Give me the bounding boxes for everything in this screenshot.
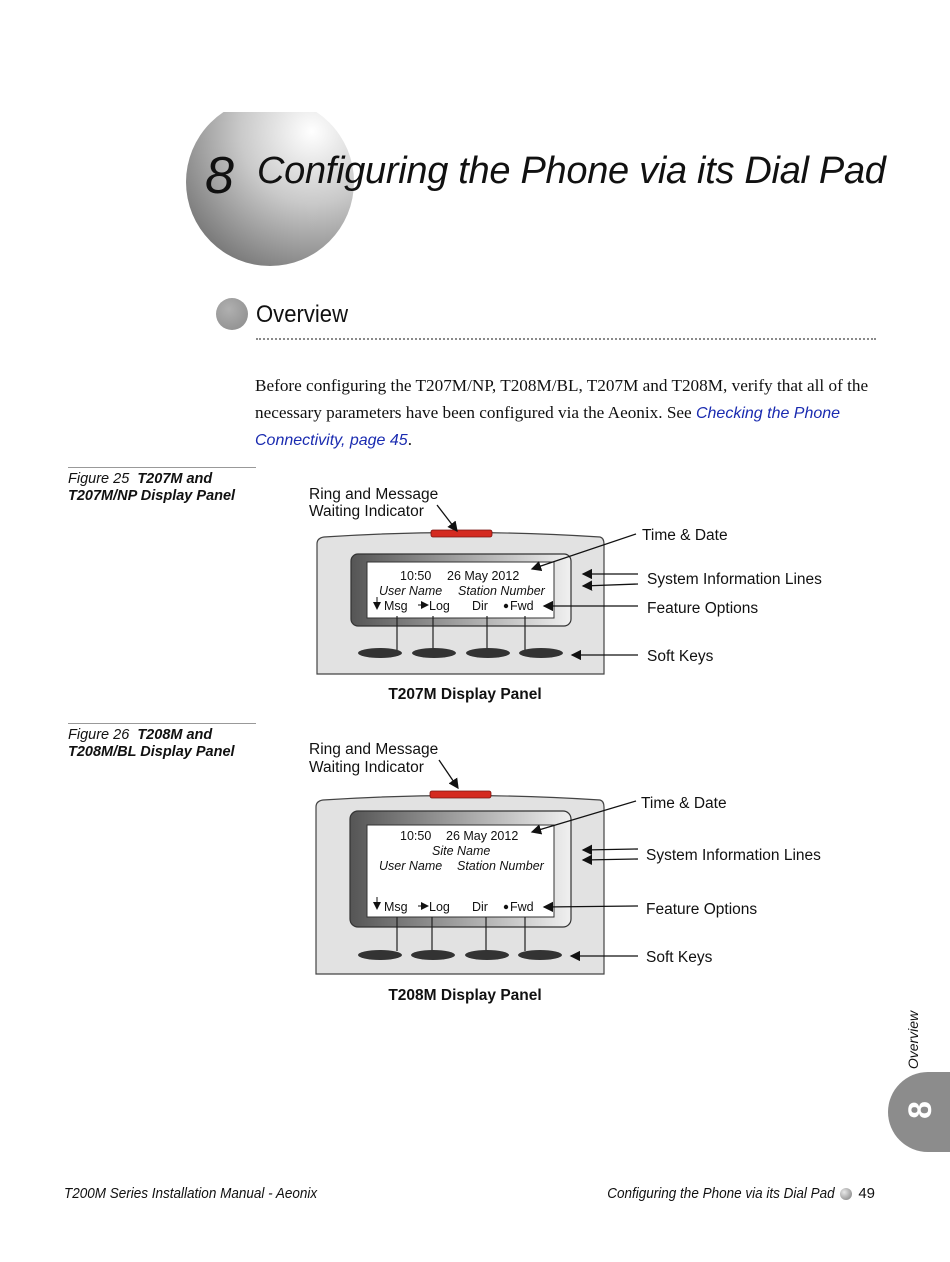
soft-key[interactable] xyxy=(411,950,455,960)
page-number: 49 xyxy=(858,1185,875,1202)
chapter-circle-graphic xyxy=(185,112,355,266)
footer-right: Configuring the Phone via its Dial Pad 4… xyxy=(582,1185,875,1202)
callout-feature-options: Feature Options xyxy=(646,901,757,918)
figure-number: Figure 25 xyxy=(68,471,130,487)
figure-number: Figure 26 xyxy=(68,727,130,743)
led-indicator xyxy=(429,790,492,799)
soft-key[interactable] xyxy=(518,950,562,960)
callout-system-info: System Information Lines xyxy=(647,571,822,588)
connectivity-link[interactable]: Checking the Phone Connectivity, page 45 xyxy=(255,404,841,450)
figure-caption-rule xyxy=(68,467,256,468)
screen-user-name: User Name xyxy=(379,584,442,598)
side-tab-label: Overview xyxy=(903,1010,923,1070)
footer-manual-title: T200M Series Installation Manual - Aeoni… xyxy=(64,1185,318,1202)
section-divider xyxy=(256,338,876,340)
callout-time-date: Time & Date xyxy=(642,527,728,544)
callout-ring-indicator: Ring and Message xyxy=(309,741,438,758)
screen-time: 10:50 xyxy=(400,569,431,583)
intro-text: Before configuring the T207M/NP, T208M/B… xyxy=(255,376,869,422)
screen-softkey-fwd: Fwd xyxy=(510,900,534,914)
screen-time: 10:50 xyxy=(400,829,431,843)
screen-softkey-dir: Dir xyxy=(472,900,488,914)
t208m-display-panel-figure: 10:50 26 May 2012 Site Name User Name St… xyxy=(309,741,821,1004)
section-bullet-icon xyxy=(216,298,248,330)
chapter-number: 8 xyxy=(205,147,234,205)
soft-key[interactable] xyxy=(466,648,510,658)
intro-text-end: . xyxy=(407,430,412,449)
screen-user-name: User Name xyxy=(379,859,442,873)
screen-station-number: Station Number xyxy=(458,584,546,598)
chapter-side-tab xyxy=(888,1072,950,1152)
soft-key[interactable] xyxy=(358,950,402,960)
soft-key[interactable] xyxy=(358,648,402,658)
screen-softkey-msg: Msg xyxy=(384,900,408,914)
figure-title: T208M and T208M/BL Display Panel xyxy=(68,727,235,760)
screen-softkey-fwd: Fwd xyxy=(510,599,534,613)
screen-date: 26 May 2012 xyxy=(446,829,518,843)
panel-title: T207M Display Panel xyxy=(388,686,541,703)
figure-caption: Figure 26 T208M and T208M/BL Display Pan… xyxy=(68,727,268,761)
callout-ring-indicator-line2: Waiting Indicator xyxy=(309,759,424,776)
panel-title: T208M Display Panel xyxy=(388,987,541,1004)
intro-paragraph: Before configuring the T207M/NP, T208M/B… xyxy=(255,373,880,455)
soft-key[interactable] xyxy=(465,950,509,960)
screen-softkey-msg: Msg xyxy=(384,599,408,613)
screen-softkey-log: Log xyxy=(429,900,450,914)
screen-site-name: Site Name xyxy=(432,844,490,858)
led-indicator xyxy=(430,529,493,538)
soft-key[interactable] xyxy=(412,648,456,658)
figure-caption-rule xyxy=(68,723,256,724)
section-title: Overview xyxy=(256,301,349,328)
side-tab-label-text: Overview xyxy=(905,1010,921,1070)
callout-soft-keys: Soft Keys xyxy=(646,949,713,966)
soft-key[interactable] xyxy=(519,648,563,658)
footer-chapter-title: Configuring the Phone via its Dial Pad xyxy=(606,1185,835,1202)
screen-station-number: Station Number xyxy=(457,859,545,873)
t207m-display-panel-figure: 10:50 26 May 2012 User Name Station Numb… xyxy=(309,486,822,703)
footer-bullet-icon xyxy=(840,1187,853,1200)
side-tab-number: 8 xyxy=(902,1101,938,1119)
screen-softkey-dir: Dir xyxy=(472,599,488,613)
screen-date: 26 May 2012 xyxy=(447,569,519,583)
callout-system-info: System Information Lines xyxy=(646,847,821,864)
callout-ring-indicator: Ring and Message xyxy=(309,486,438,503)
figure-caption: Figure 25 T207M and T207M/NP Display Pan… xyxy=(68,471,268,505)
callout-feature-options: Feature Options xyxy=(647,600,758,617)
figure-title: T207M and T207M/NP Display Panel xyxy=(68,471,236,504)
callout-soft-keys: Soft Keys xyxy=(647,648,714,665)
callout-time-date: Time & Date xyxy=(641,795,727,812)
screen-softkey-log: Log xyxy=(429,599,450,613)
chapter-title: Configuring the Phone via its Dial Pad xyxy=(257,150,886,192)
callout-ring-indicator-line2: Waiting Indicator xyxy=(309,503,424,520)
